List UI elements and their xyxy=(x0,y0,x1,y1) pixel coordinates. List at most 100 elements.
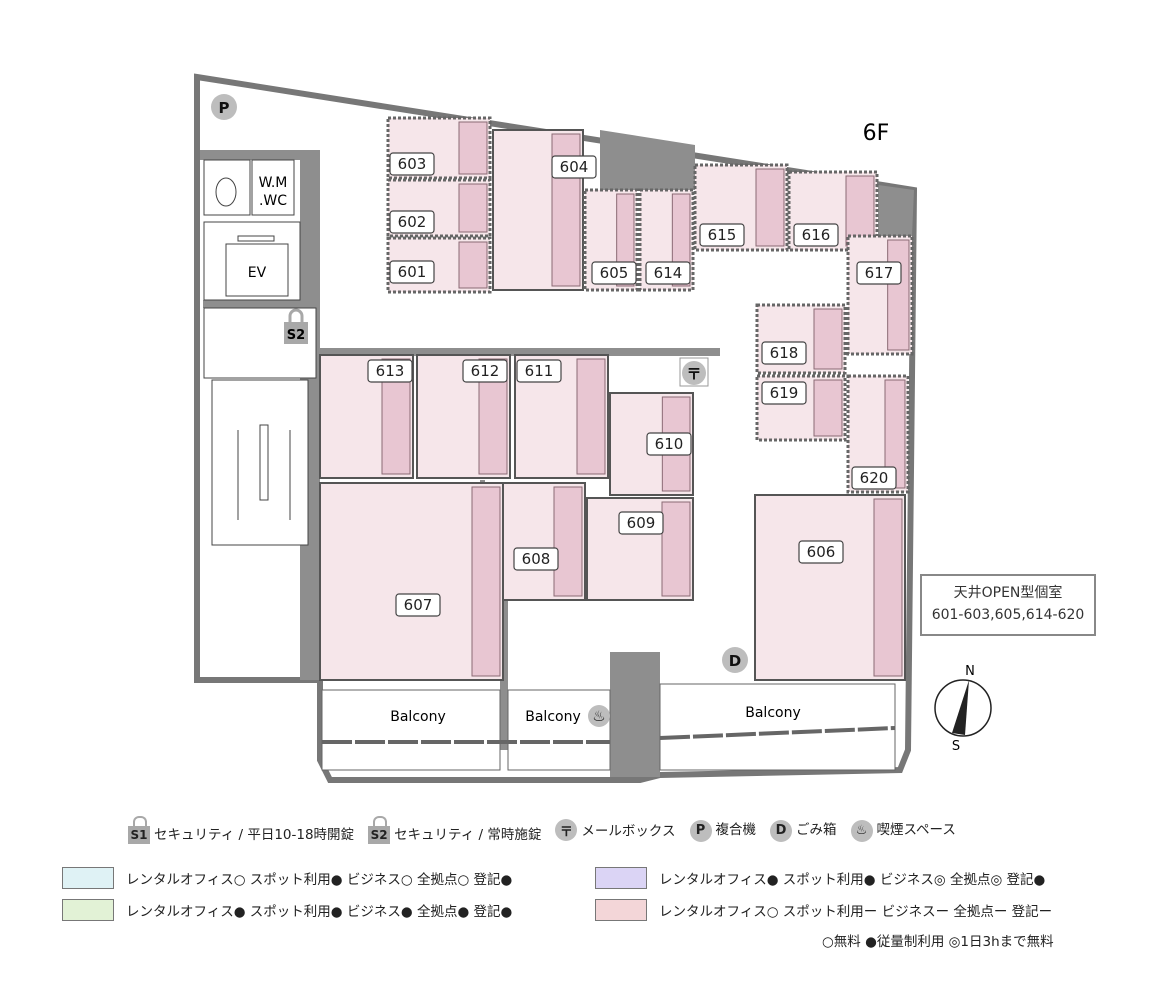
mailbox-marker: 〒 xyxy=(679,357,709,387)
svg-text:S2: S2 xyxy=(287,328,305,343)
wall xyxy=(200,150,320,160)
room-610[interactable]: 610 xyxy=(609,392,694,496)
legend-label: レンタルオフィス● スポット利用● ビジネス◎ 全拠点◎ 登記● xyxy=(659,872,1046,888)
svg-text:D: D xyxy=(729,652,741,670)
legend-item-smoking: ♨喫煙スペース xyxy=(850,818,956,842)
wall xyxy=(878,185,914,236)
desk xyxy=(873,498,903,677)
legend-label: メールボックス xyxy=(581,823,676,840)
room-number: 609 xyxy=(627,514,656,532)
room-number: 610 xyxy=(655,435,684,453)
room-number: 612 xyxy=(471,362,500,380)
room-number: 620 xyxy=(860,469,889,487)
wall xyxy=(600,130,695,190)
wm-wc-room xyxy=(251,159,295,216)
balcony-3 xyxy=(659,683,896,771)
room-number: 607 xyxy=(404,596,433,614)
color-legend-item: レンタルオフィス● スポット利用● ビジネス◎ 全拠点◎ 登記● xyxy=(595,867,1045,889)
copier-marker: P xyxy=(211,94,237,120)
wall xyxy=(320,348,720,356)
room-number: 613 xyxy=(376,362,405,380)
desk xyxy=(553,486,583,597)
room-613[interactable]: 613 xyxy=(319,354,414,479)
wm-wc-label: W.M xyxy=(259,175,288,191)
room-number: 615 xyxy=(708,226,737,244)
room-617[interactable]: 617 xyxy=(846,234,914,356)
room-number-label: 618 xyxy=(761,341,807,365)
desk xyxy=(661,501,691,597)
room-number-label: 613 xyxy=(367,359,413,383)
smoking-icon: ♨ xyxy=(850,819,873,842)
ev-label: EV xyxy=(248,265,267,281)
room-number: 606 xyxy=(807,543,836,561)
room-601[interactable]: 601 xyxy=(386,236,492,294)
room-620[interactable]: 620 xyxy=(846,374,910,494)
room-606[interactable]: 606 xyxy=(754,494,906,681)
room-614[interactable]: 614 xyxy=(638,188,695,292)
room-number: 616 xyxy=(802,226,831,244)
compass: N S xyxy=(934,664,992,754)
room-609[interactable]: 609 xyxy=(586,497,694,601)
room-number-label: 606 xyxy=(798,540,844,564)
desk xyxy=(887,239,910,351)
room-number-label: 615 xyxy=(699,223,745,247)
room-618[interactable]: 618 xyxy=(755,303,847,375)
desk xyxy=(458,183,488,233)
room-619[interactable]: 619 xyxy=(755,374,847,442)
svg-text:P: P xyxy=(219,99,230,117)
svg-text:N: N xyxy=(965,664,975,679)
room-number: 617 xyxy=(865,264,894,282)
room-number: 605 xyxy=(600,264,629,282)
info-box-rooms: 601-603,605,614-620 xyxy=(931,607,1085,623)
room-number-label: 609 xyxy=(618,511,664,535)
color-swatch xyxy=(595,867,647,889)
mailbox-icon: 〒 xyxy=(555,819,578,841)
balcony-1 xyxy=(321,689,501,771)
desk xyxy=(813,308,843,370)
legend-label: 喫煙スペース xyxy=(876,822,956,839)
legend-label: レンタルオフィス● スポット利用● ビジネス● 全拠点● 登記● xyxy=(126,904,513,920)
room-611[interactable]: 611 xyxy=(514,354,609,479)
room-number: 602 xyxy=(398,213,427,231)
smoking-area-icon: ♨ xyxy=(588,705,610,727)
balcony-label: Balcony xyxy=(745,705,801,721)
room-number-label: 611 xyxy=(516,359,562,383)
room-number-label: 620 xyxy=(851,466,897,490)
room-607[interactable]: 607 xyxy=(319,482,504,681)
color-swatch xyxy=(62,899,114,921)
room-number-label: 601 xyxy=(389,260,435,284)
room-number-label: 608 xyxy=(513,547,559,571)
legend-label: ごみ箱 xyxy=(796,822,837,839)
legend-label: レンタルオフィス○ スポット利用● ビジネス○ 全拠点○ 登記● xyxy=(126,872,513,888)
desk xyxy=(458,241,488,289)
legend-label: 複合機 xyxy=(715,822,757,839)
room-604[interactable]: 604 xyxy=(492,129,597,291)
room-number: 603 xyxy=(398,155,427,173)
lock-icon: S1 xyxy=(128,816,150,844)
legend-label: レンタルオフィス○ スポット利用ー ビジネスー 全拠点ー 登記ー xyxy=(659,904,1053,920)
desk xyxy=(576,358,606,475)
trash-icon: D xyxy=(770,819,792,842)
room-612[interactable]: 612 xyxy=(416,354,511,479)
color-legend-item: レンタルオフィス○ スポット利用● ビジネス○ 全拠点○ 登記● xyxy=(62,867,512,889)
desk xyxy=(755,168,785,247)
color-swatch xyxy=(62,867,114,889)
info-box-title: 天井OPEN型個室 xyxy=(953,585,1063,601)
color-legend-item: レンタルオフィス● スポット利用● ビジネス● 全拠点● 登記● xyxy=(62,899,512,921)
room-605[interactable]: 605 xyxy=(583,188,639,292)
wall xyxy=(300,150,320,680)
room-615[interactable]: 615 xyxy=(693,163,789,252)
desk xyxy=(471,486,501,677)
compass-needle-icon xyxy=(952,680,969,735)
room-603[interactable]: 603 xyxy=(386,116,492,180)
wm-wc-label: .WC xyxy=(259,193,287,209)
room-number: 604 xyxy=(560,158,589,176)
toilet-icon xyxy=(215,177,237,207)
balcony-label: Balcony xyxy=(525,709,581,725)
room-602[interactable]: 602 xyxy=(386,178,492,238)
desk xyxy=(458,121,488,175)
